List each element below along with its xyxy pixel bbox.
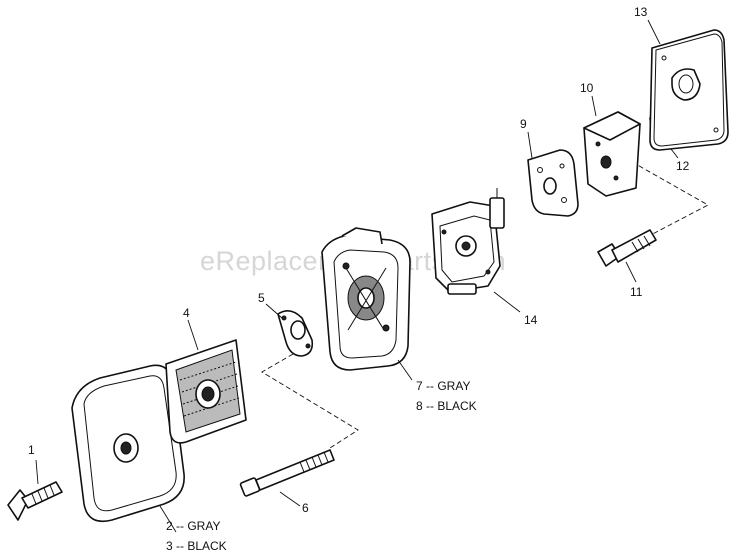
callout-7-gray: 7 -- GRAY (416, 379, 470, 393)
callout-13: 13 (634, 5, 648, 19)
part-7-8-housing (321, 227, 413, 381)
callout-3-black: 3 -- BLACK (166, 539, 227, 553)
callout-9: 9 (520, 117, 527, 131)
part-13-large-gasket (647, 19, 729, 151)
part-5-gasket (265, 303, 314, 357)
callout-12: 12 (676, 159, 690, 173)
part-9-small-gasket (527, 131, 579, 217)
callout-14: 14 (524, 313, 538, 327)
part-10-insulator-block (583, 95, 641, 197)
part-11-bolt (597, 229, 657, 283)
part-4-filter-element (165, 319, 247, 444)
callout-6: 6 (302, 501, 309, 515)
part-6-long-bolt (239, 449, 335, 507)
callout-5: 5 (258, 291, 265, 305)
alignment-lines (261, 149, 709, 449)
part-2-3-filter-cover (71, 364, 185, 533)
part-14-carburetor (431, 188, 521, 313)
callout-10: 10 (580, 81, 594, 95)
callout-1: 1 (28, 443, 35, 457)
part-1-wing-screw (7, 459, 63, 521)
callout-4: 4 (183, 306, 190, 320)
callout-2-gray: 2 -- GRAY (166, 519, 220, 533)
callout-8-black: 8 -- BLACK (416, 399, 477, 413)
callout-11: 11 (630, 285, 643, 299)
